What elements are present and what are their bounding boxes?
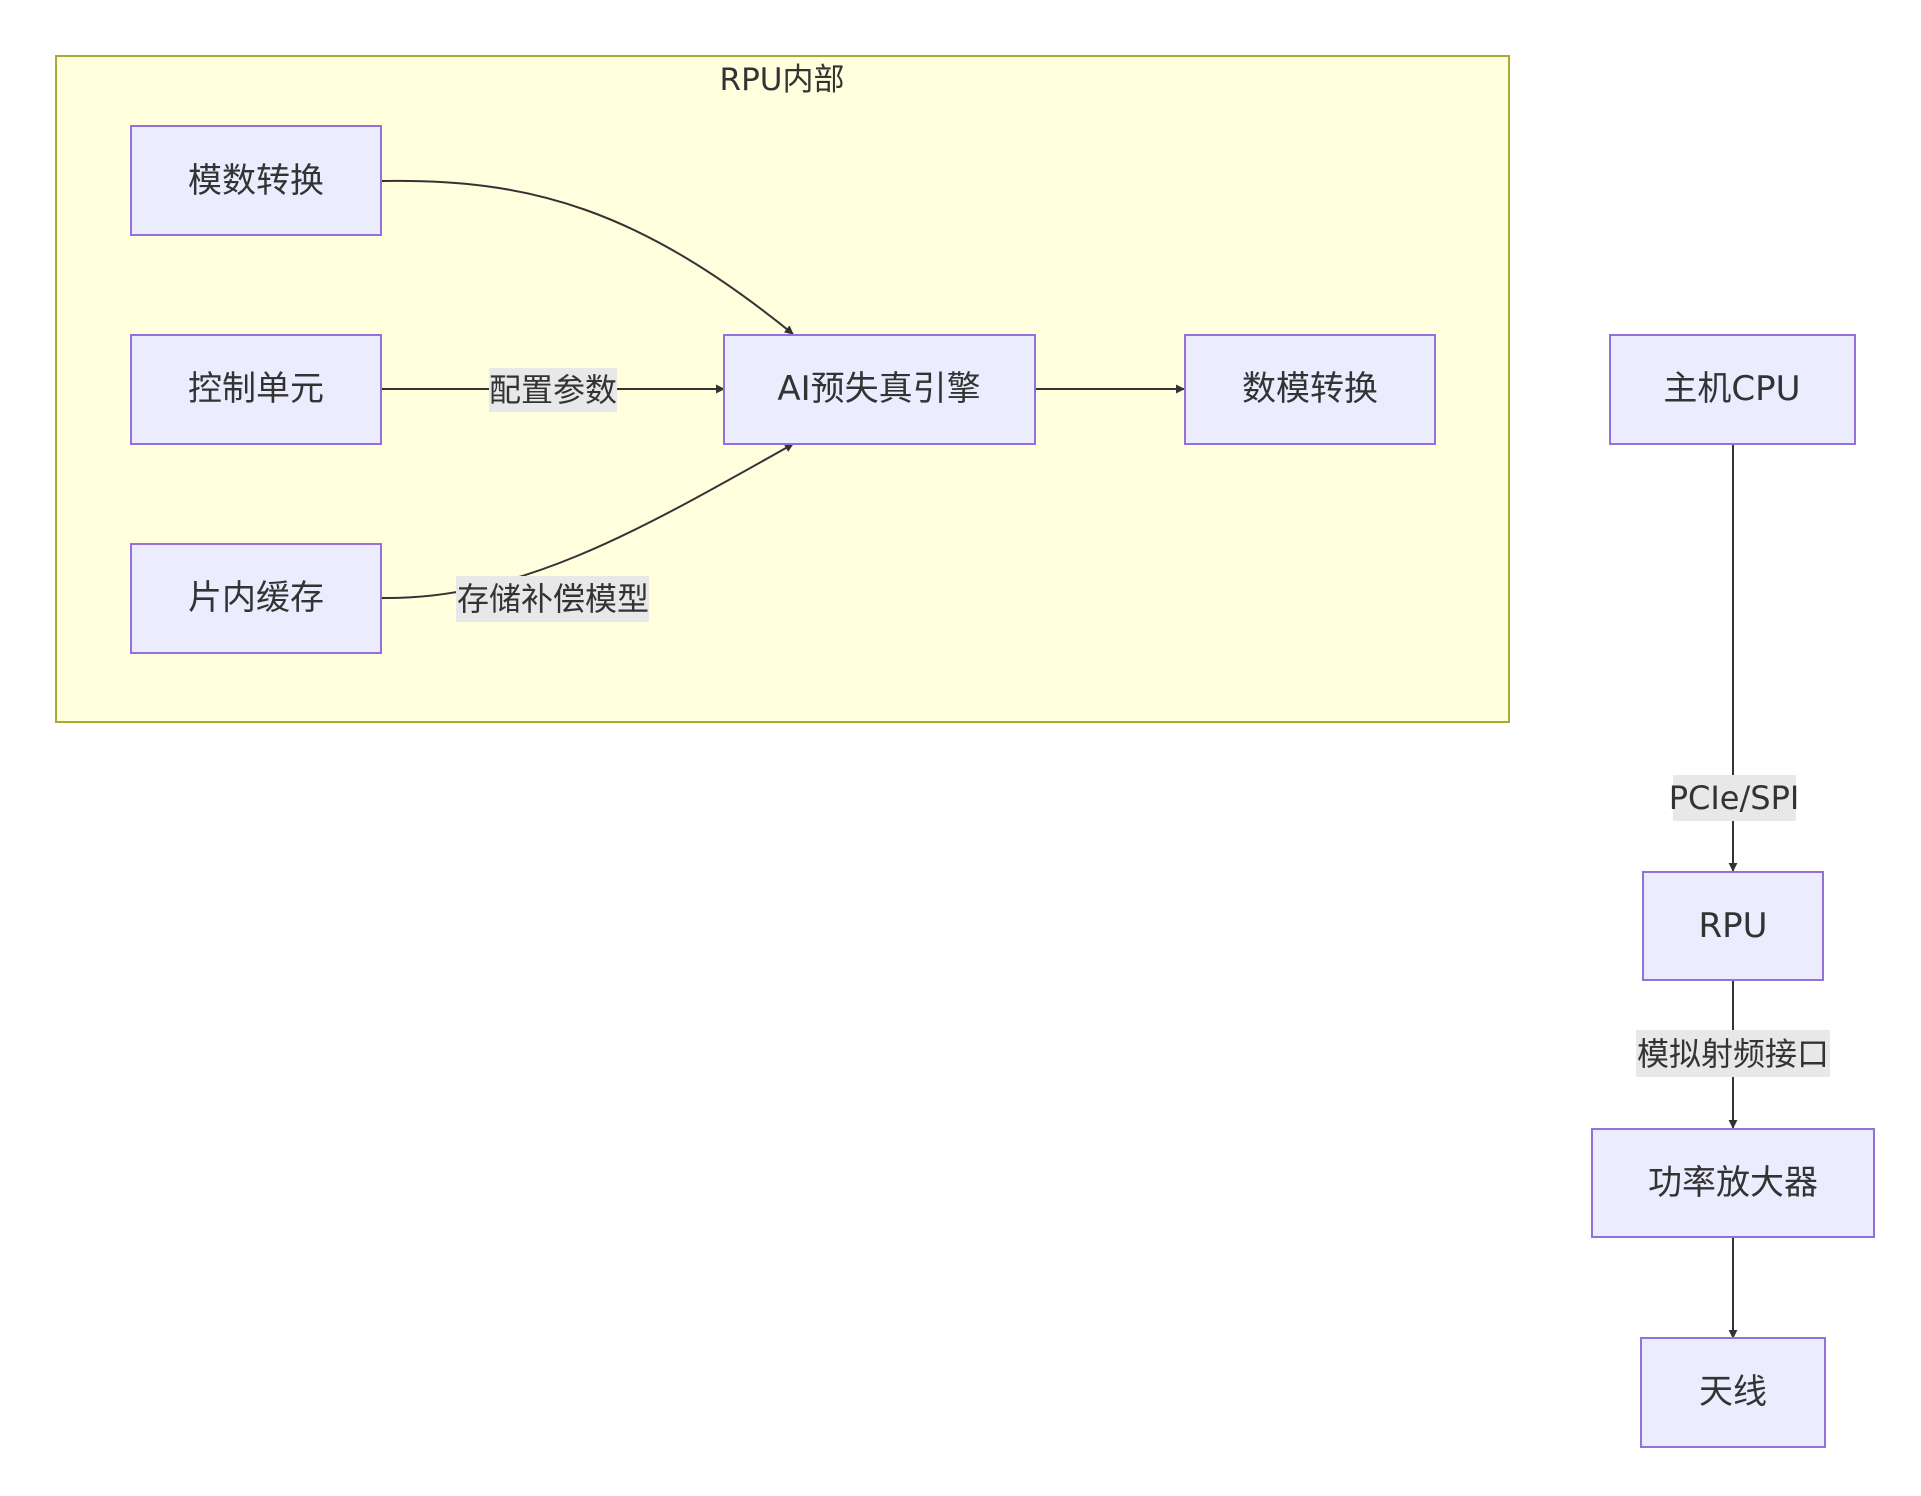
- node-control-unit[interactable]: 控制单元: [130, 334, 382, 445]
- node-adc[interactable]: 模数转换: [130, 125, 382, 236]
- node-label: 模数转换: [188, 161, 324, 201]
- edge-label-bg: [456, 576, 649, 622]
- node-antenna[interactable]: 天线: [1640, 1337, 1826, 1448]
- node-label: RPU: [1698, 906, 1767, 946]
- edge-cache-to-engine: [380, 443, 794, 600]
- edge-label-text: PCIe/SPI: [1669, 779, 1800, 817]
- node-on-chip-cache[interactable]: 片内缓存: [130, 543, 382, 654]
- edge-label-bg: [1636, 1030, 1830, 1077]
- node-label: 功率放大器: [1648, 1163, 1818, 1203]
- node-ai-dpd-engine[interactable]: AI预失真引擎: [723, 334, 1036, 445]
- node-rpu[interactable]: RPU: [1642, 871, 1824, 981]
- node-label: 片内缓存: [188, 578, 324, 618]
- cluster-title: RPU内部: [720, 62, 845, 98]
- node-label: 主机CPU: [1663, 369, 1800, 409]
- edge-label-text: 模拟射频接口: [1637, 1035, 1829, 1073]
- node-power-amplifier[interactable]: 功率放大器: [1591, 1128, 1875, 1238]
- edge-label-store-model: 存储补偿模型: [456, 576, 649, 622]
- edge-label-pcie-spi: PCIe/SPI: [1669, 775, 1800, 821]
- edge-label-config-params: 配置参数: [489, 368, 617, 412]
- edge-label-bg: [489, 368, 617, 412]
- node-label: AI预失真引擎: [777, 369, 980, 409]
- node-host-cpu[interactable]: 主机CPU: [1609, 334, 1856, 445]
- edge-label-text: 存储补偿模型: [457, 580, 649, 618]
- node-label: 控制单元: [188, 369, 324, 409]
- node-label: 数模转换: [1242, 369, 1378, 409]
- edge-label-text: 配置参数: [489, 371, 617, 409]
- edge-adc-to-engine: [380, 179, 794, 335]
- node-dac[interactable]: 数模转换: [1184, 334, 1436, 445]
- edge-label-bg: [1673, 775, 1796, 821]
- node-label: 天线: [1699, 1372, 1767, 1412]
- edge-label-analog-rf: 模拟射频接口: [1636, 1030, 1830, 1077]
